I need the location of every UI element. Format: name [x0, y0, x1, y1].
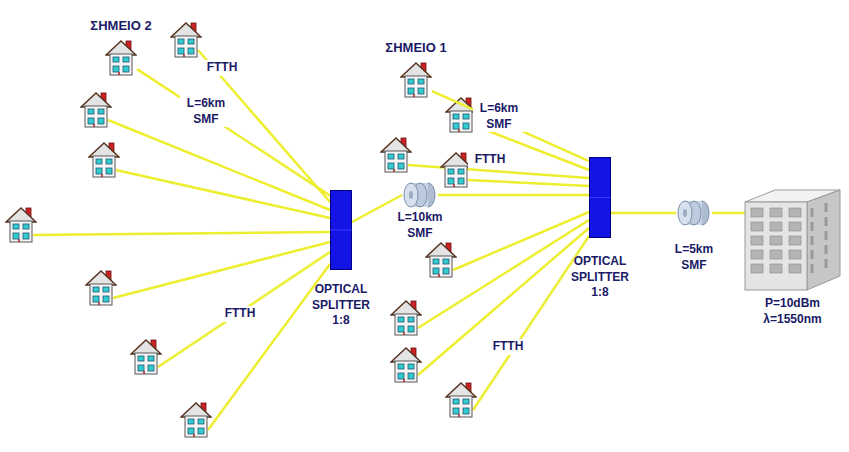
fiber-line: [453, 212, 589, 270]
splitter-shape: [330, 190, 352, 270]
fiber-line: [33, 232, 330, 235]
fiber-line: [473, 236, 589, 410]
house-icon: [89, 143, 119, 177]
fiber-link: [352, 195, 402, 222]
house-icon: [391, 301, 421, 335]
splitter-shape: [589, 157, 611, 238]
fiber-spool: L=10km SMF: [402, 182, 438, 208]
house-icon: [446, 383, 476, 417]
house-shape: [400, 60, 432, 98]
fiber-link: [432, 91, 589, 161]
fiber-line: [113, 242, 330, 298]
building-shape: [745, 190, 840, 290]
fiber-label: L=6km SMF: [180, 96, 232, 127]
house-node: ΣΗΜΕΙΟ 2: [105, 38, 137, 76]
house-icon: [181, 403, 211, 437]
fiber-line: [158, 252, 330, 367]
node-caption: L=10km SMF: [395, 210, 445, 241]
optical-splitter: OPTICAL SPLITTER 1:8: [330, 190, 352, 270]
fiber-line: [208, 264, 330, 430]
optical-splitter: OPTICAL SPLITTER 1:8: [589, 157, 611, 238]
fiber-label: FTTH: [200, 60, 244, 76]
fiber-link: [611, 212, 676, 215]
spool-shape: [402, 182, 438, 208]
house-icon: [391, 348, 421, 382]
fiber-label: FTTH: [486, 339, 530, 355]
fiber-link: [712, 212, 745, 215]
house-icon: [171, 23, 201, 57]
fiber-line: [116, 170, 330, 218]
house-icon: [381, 138, 411, 172]
node-caption: OPTICAL SPLITTER 1:8: [309, 282, 373, 329]
house-icon: [81, 93, 111, 127]
node-caption: P=10dBm λ=1550nm: [755, 296, 831, 327]
house-shape: [105, 38, 137, 76]
house-icon: [131, 340, 161, 374]
house-icon: [6, 208, 36, 242]
fiber-link: [438, 194, 589, 197]
point-label: ΣΗΜΕΙΟ 2: [90, 18, 151, 35]
fiber-label: FTTH: [468, 152, 512, 168]
fiber-spool: L=5km SMF: [676, 200, 712, 226]
node-caption: L=5km SMF: [669, 242, 719, 273]
house-icon: [86, 271, 116, 305]
fiber-line: [468, 180, 589, 186]
fiber-line: [418, 228, 589, 375]
fiber-label: L=6km SMF: [473, 101, 525, 132]
spool-shape: [676, 200, 712, 226]
fiber-link: [137, 69, 330, 195]
fiber-line: [108, 120, 330, 210]
house-icon: [441, 153, 471, 187]
fiber-label: FTTH: [218, 306, 262, 322]
central-office: P=10dBm λ=1550nm: [745, 190, 840, 290]
point-label: ΣΗΜΕΙΟ 1: [385, 40, 446, 57]
house-icon: [426, 243, 456, 277]
node-caption: OPTICAL SPLITTER 1:8: [568, 254, 632, 301]
house-node: ΣΗΜΕΙΟ 1: [400, 60, 432, 98]
